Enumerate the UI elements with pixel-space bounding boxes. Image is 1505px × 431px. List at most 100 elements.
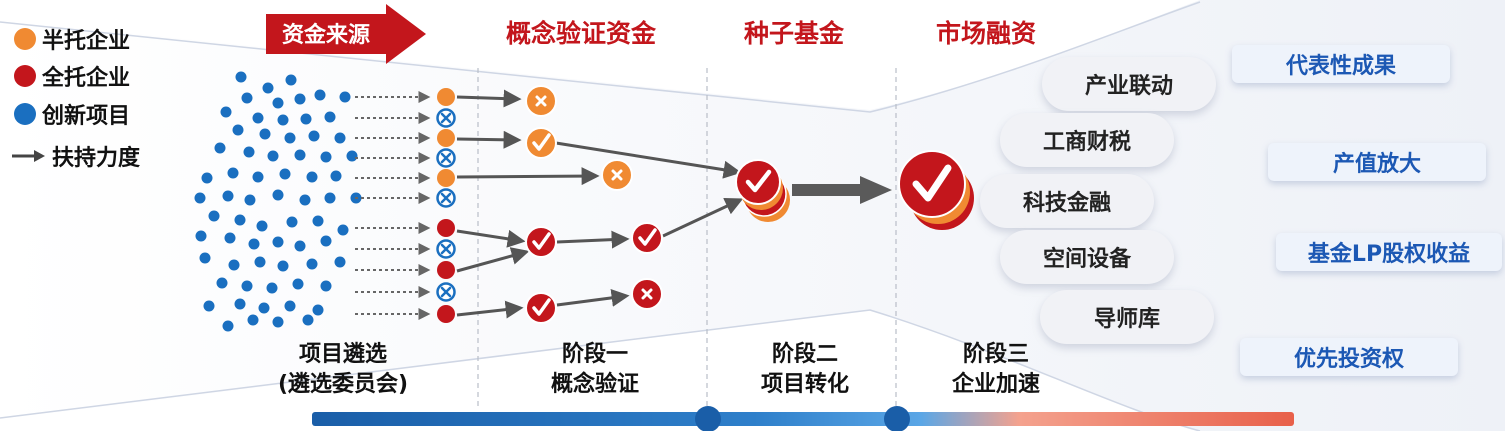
x-icon <box>440 192 452 204</box>
concept-fund-title: 概念验证资金 <box>506 19 657 48</box>
seed-fund-title: 种子基金 <box>744 19 845 48</box>
project-dot <box>199 252 211 264</box>
flow-arrow <box>456 300 524 319</box>
service-pill-tax: 工商财税 <box>1000 113 1174 167</box>
stage1-node <box>525 85 557 117</box>
project-dot <box>195 230 207 242</box>
project-dot <box>300 113 312 125</box>
check-icon <box>745 169 772 193</box>
project-dot <box>306 258 318 270</box>
result-output-amplification: 产值放大 <box>1268 143 1486 181</box>
project-dot <box>247 314 259 326</box>
stage1-line1: 阶段一 <box>561 342 628 367</box>
project-dot <box>252 112 264 124</box>
project-dot <box>228 259 240 271</box>
timeline-node-2 <box>884 406 910 431</box>
check-icon <box>638 228 657 246</box>
project-dot <box>220 106 232 118</box>
stage3-label: 阶段三 企业加速 <box>921 340 1071 400</box>
service-pill-finance: 科技金融 <box>980 174 1154 228</box>
flow-arrow <box>556 230 630 249</box>
check-icon <box>532 298 551 316</box>
legend-support-label: 扶持力度 <box>52 146 141 171</box>
project-dot <box>272 316 284 328</box>
stage2-line1: 阶段二 <box>771 342 838 367</box>
stage1-node <box>631 222 663 254</box>
project-dot <box>324 192 336 204</box>
full-enterprise-node <box>437 261 455 279</box>
stage2-check-stack <box>735 159 790 222</box>
legend-support: 扶持力度 <box>12 141 140 171</box>
project-dot <box>222 320 234 332</box>
full-enterprise-node <box>437 219 455 237</box>
project-dot <box>254 256 266 268</box>
stage-selection-label: 项目遴选 (遴选委员会) <box>248 340 438 400</box>
big-flow-arrow <box>792 176 892 204</box>
project-dot <box>337 224 349 236</box>
project-dot <box>330 170 342 182</box>
stage3-line1: 阶段三 <box>962 342 1029 367</box>
legend-half-label: 半托企业 <box>42 29 131 54</box>
stage3-line2: 企业加速 <box>951 372 1040 397</box>
project-dot <box>241 92 253 104</box>
legend-full-label: 全托企业 <box>42 66 131 91</box>
project-dot <box>312 215 324 227</box>
project-dot <box>277 114 289 126</box>
x-icon <box>440 152 452 164</box>
project-dot <box>259 128 271 140</box>
flow-arrows <box>456 89 744 319</box>
flow-arrow <box>556 288 630 307</box>
x-icon <box>440 286 452 298</box>
stage2-line2: 项目转化 <box>760 372 849 397</box>
funnel-top-edge <box>0 1 1201 113</box>
flow-arrow <box>456 89 522 108</box>
stage3-check-stack <box>898 150 974 230</box>
service-pill-mentor: 导师库 <box>1040 290 1214 344</box>
project-dot <box>208 210 220 222</box>
project-dot <box>294 93 306 105</box>
stage1-node <box>525 292 557 324</box>
legend-full: 全托企业 <box>12 61 130 91</box>
project-dot <box>194 192 206 204</box>
x-icon <box>641 288 653 300</box>
project-dot <box>294 240 306 252</box>
project-dot <box>252 171 264 183</box>
project-dot <box>314 89 326 101</box>
selected-column <box>436 88 456 323</box>
project-dot <box>235 71 247 83</box>
stage1-node <box>631 278 663 310</box>
x-icon <box>535 95 547 107</box>
funding-source-banner <box>266 4 426 64</box>
project-dot <box>216 277 228 289</box>
x-icon <box>440 112 452 124</box>
check-icon <box>912 164 952 202</box>
project-dot <box>203 300 215 312</box>
red-dot-icon <box>14 65 36 87</box>
service-pill-industry: 产业联动 <box>1042 57 1216 111</box>
half-enterprise-node <box>437 129 455 147</box>
project-dot <box>232 124 244 136</box>
project-dot <box>262 82 274 94</box>
stage1-nodes <box>525 85 663 324</box>
project-dot <box>346 150 358 162</box>
stage1-node <box>525 127 557 159</box>
project-dot <box>294 149 306 161</box>
legend-half: 半托企业 <box>12 24 130 54</box>
project-dot <box>227 167 239 179</box>
flow-arrow <box>456 130 522 149</box>
project-dot <box>285 74 297 86</box>
project-dot <box>302 314 314 326</box>
project-dot <box>306 171 318 183</box>
timeline-bar <box>312 412 1294 426</box>
project-dot <box>243 146 255 158</box>
selection-arrows <box>355 91 431 320</box>
project-dot <box>256 220 268 232</box>
stage2-label: 阶段二 项目转化 <box>730 340 880 400</box>
project-dot <box>272 236 284 248</box>
project-dot <box>267 150 279 162</box>
project-dot <box>312 304 324 316</box>
project-dot <box>258 302 270 314</box>
project-dot <box>201 172 213 184</box>
check-icon <box>532 133 551 151</box>
project-dot <box>334 256 346 268</box>
